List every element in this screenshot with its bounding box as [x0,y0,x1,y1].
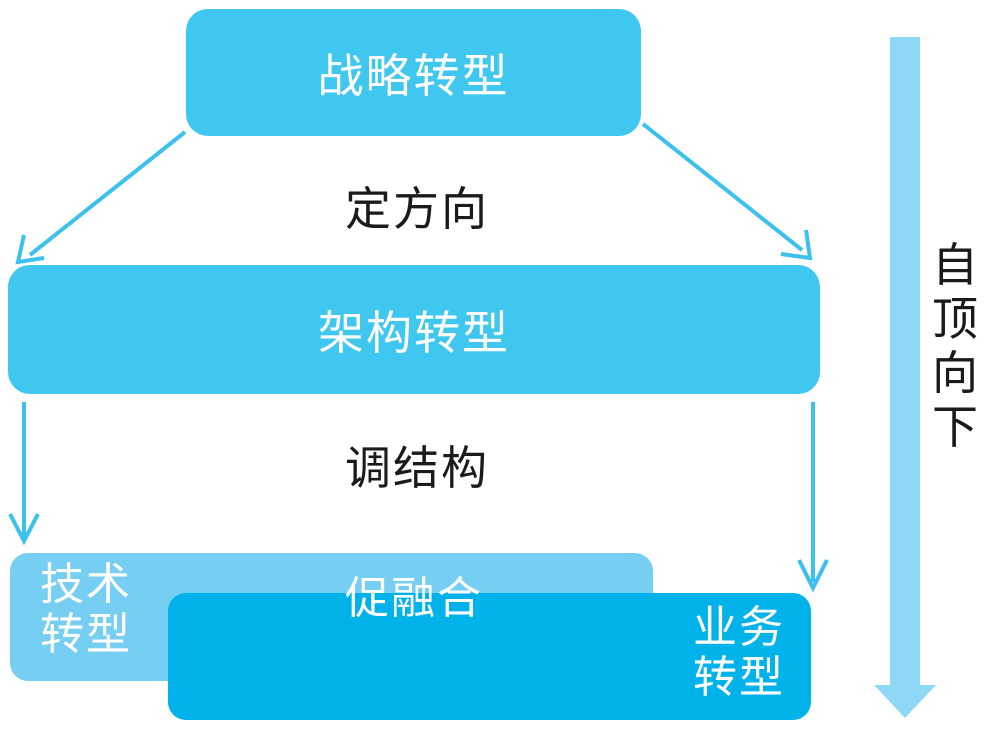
architecture-transformation-box: 架构转型 [8,265,820,394]
strategy-left-arrow [15,130,187,265]
top-down-char-3: 向 [932,346,978,400]
strategy-transformation-label: 战略转型 [317,48,510,103]
business-transformation-label: 业务 转型 [693,603,785,703]
architecture-transformation-label: 架构转型 [318,305,510,360]
top-down-label: 自 顶 向 下 [930,238,980,454]
topdown-arrow [874,37,936,718]
top-down-char-2: 顶 [932,292,978,346]
architecture-left-arrow [8,402,40,546]
tech-label-line1: 技术 [40,559,132,610]
architecture-right-arrow [797,402,829,593]
strategy-transformation-box: 战略转型 [186,9,641,136]
business-label-line1: 业务 [693,602,785,653]
set-direction-label: 定方向 [345,182,489,236]
business-transformation-box [168,593,811,720]
tech-transformation-label: 技术 转型 [40,560,132,660]
top-down-char-1: 自 [932,238,978,292]
tech-label-line2: 转型 [40,609,132,660]
strategy-right-arrow [641,122,813,261]
adjust-structure-label: 调结构 [345,441,489,495]
business-label-line2: 转型 [693,652,785,703]
promote-fusion-label: 促融合 [345,573,483,624]
top-down-char-4: 下 [932,400,978,454]
